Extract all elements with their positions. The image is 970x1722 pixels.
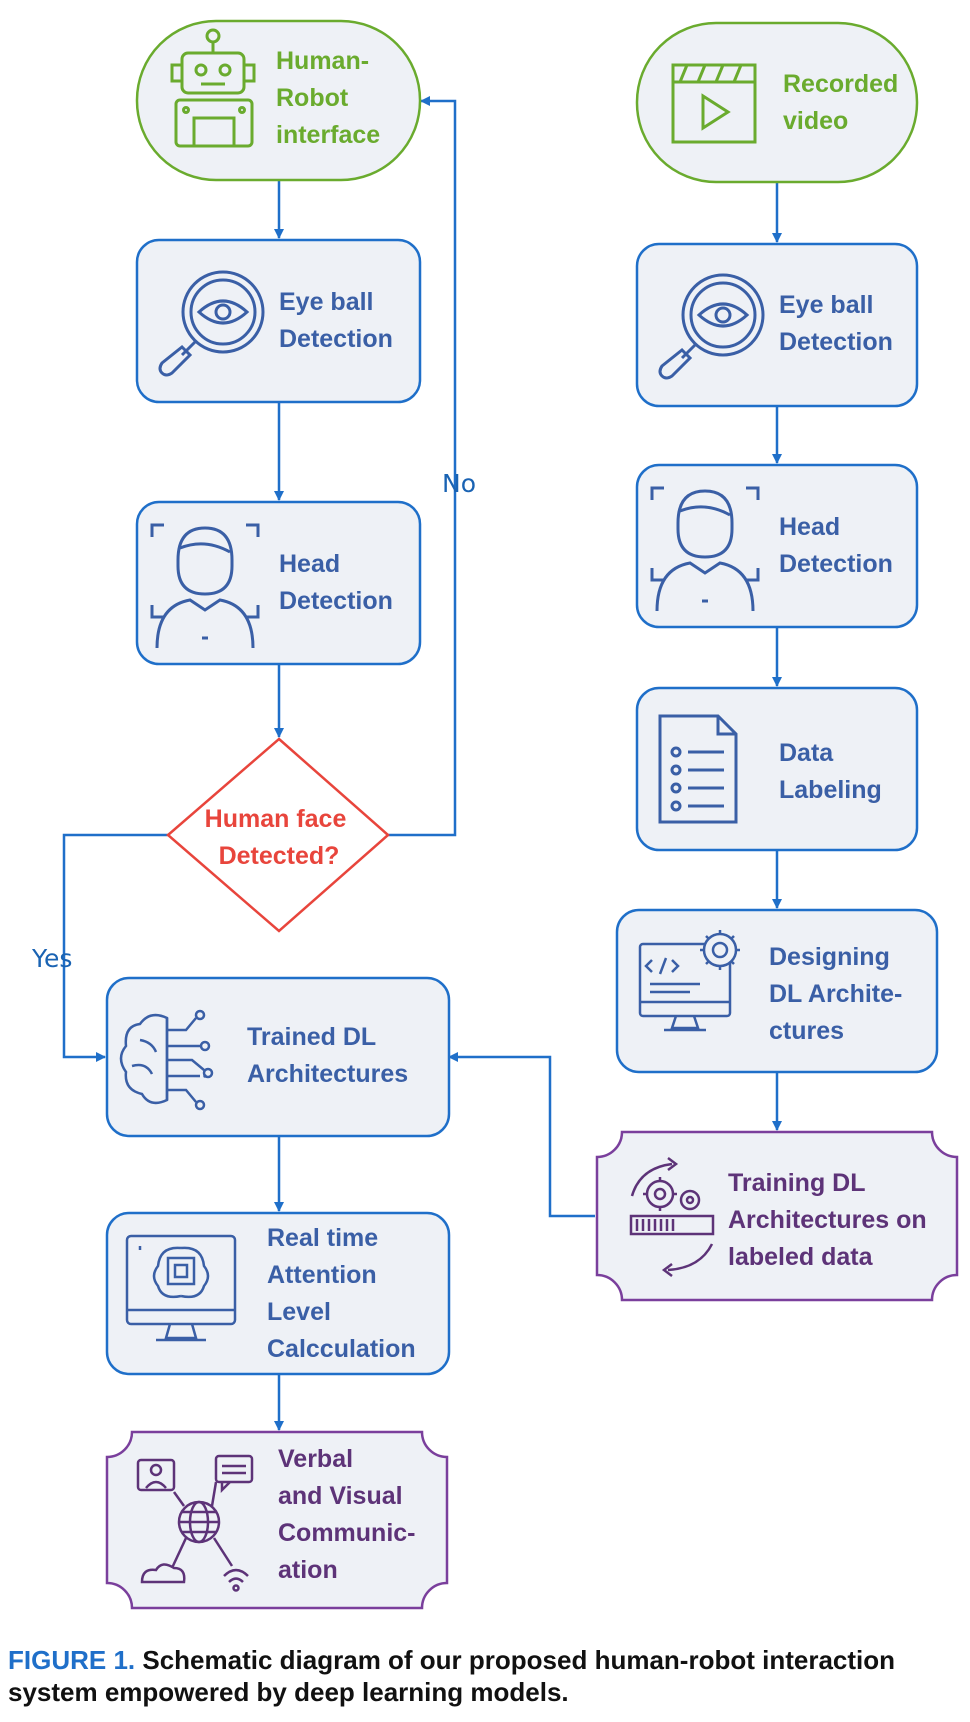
node-label-head-detection-right: Head Detection <box>779 513 893 578</box>
node-label-training-dl: Training DL Architectures on labeled dat… <box>728 1169 934 1271</box>
node-label-eye-ball-detection-left: Eye ball Detection <box>279 288 393 353</box>
node-label-data-labeling: Data Labeling <box>779 739 882 804</box>
magnifier-eye-icon <box>158 270 265 377</box>
node-trained-dl-architectures: Trained DL Architectures <box>105 976 451 1138</box>
node-designing-dl-architectures: Designing DL Archite- ctures <box>615 908 939 1074</box>
gears-progress-icon <box>629 1157 715 1277</box>
communication-network-icon <box>136 1454 254 1592</box>
node-human-robot-interface: Human- Robot interface <box>135 19 422 182</box>
node-data-labeling: Data Labeling <box>635 686 919 852</box>
node-label-trained-dl: Trained DL Architectures <box>247 1023 408 1088</box>
edge-decision-no-to-hri <box>388 96 457 837</box>
node-label-head-detection-left: Head Detection <box>279 550 393 615</box>
figure-label: FIGURE 1. <box>8 1645 136 1675</box>
node-real-time-attention: Real time Attention Level Calcculation <box>105 1211 451 1376</box>
video-play-icon <box>671 63 757 144</box>
node-decision-human-face-detected: Human face Detected? <box>166 737 390 933</box>
node-label-decision: Human face Detected? <box>205 805 354 870</box>
head-scan-icon <box>650 486 760 612</box>
edge-decision-yes-to-trained <box>62 833 168 1062</box>
brain-circuit-icon <box>119 1009 214 1111</box>
head-scan-icon <box>150 523 260 649</box>
magnifier-eye-icon <box>658 273 765 380</box>
node-label-designing-dl: Designing DL Archite- ctures <box>769 943 909 1045</box>
node-eye-ball-detection-right: Eye ball Detection <box>635 242 919 408</box>
edges <box>62 96 782 1431</box>
edge-label-yes: Yes <box>31 944 72 973</box>
edge-label-no: No <box>442 469 476 498</box>
node-eye-ball-detection-left: Eye ball Detection <box>135 238 422 404</box>
node-training-dl-architectures: Training DL Architectures on labeled dat… <box>595 1130 959 1302</box>
node-label-recorded-video: Recorded video <box>783 70 905 135</box>
caption-text: Schematic diagram of our proposed human-… <box>8 1645 896 1707</box>
node-verbal-visual-communication: Verbal and Visual Communic- ation <box>105 1430 449 1610</box>
figure-caption: FIGURE 1. Schematic diagram of our propo… <box>8 1644 963 1708</box>
document-list-icon <box>658 714 738 824</box>
monitor-code-gear-icon <box>638 930 740 1032</box>
node-label-eye-ball-detection-right: Eye ball Detection <box>779 291 893 356</box>
node-head-detection-left: Head Detection <box>135 500 422 666</box>
node-label-real-time-attention: Real time Attention Level Calcculation <box>267 1224 416 1363</box>
robot-icon <box>170 28 256 148</box>
node-label-verbal-visual: Verbal and Visual Communic- ation <box>278 1445 422 1584</box>
node-label-human-robot-interface: Human- Robot interface <box>276 47 380 149</box>
node-recorded-video: Recorded video <box>635 21 919 184</box>
edge-training-to-trained <box>448 1052 595 1218</box>
node-head-detection-right: Head Detection <box>635 463 919 629</box>
monitor-brain-chip-icon <box>125 1234 237 1342</box>
